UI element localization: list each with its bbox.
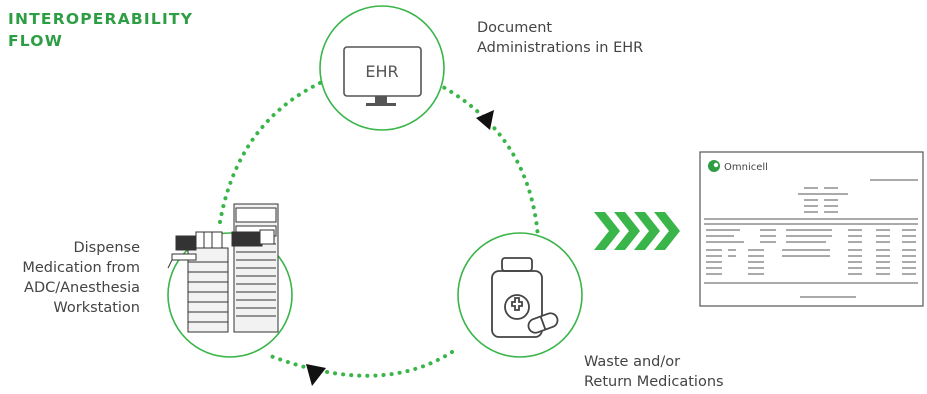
chevron-right-icon xyxy=(654,212,680,250)
adc-step-label: Dispense Medication from ADC/Anesthesia … xyxy=(0,238,140,318)
flow-arrowhead-bottom xyxy=(306,364,326,386)
waste-step-label: Waste and/or Return Medications xyxy=(584,352,724,392)
ehr-step-label: Document Administrations in EHR xyxy=(477,18,643,58)
waste-label-line-2: Return Medications xyxy=(584,374,724,390)
adc-label-line-1: Dispense xyxy=(73,240,140,256)
flow-arc-ehr-to-waste xyxy=(428,78,540,240)
ehr-screen-text: EHR xyxy=(365,62,398,81)
flow-arc-adc-to-ehr xyxy=(218,80,324,224)
title-line-2: FLOW xyxy=(8,32,63,50)
chevron-right-icon xyxy=(614,212,640,250)
adc-label-line-2: Medication from xyxy=(22,260,140,276)
page-title: INTEROPERABILITY FLOW xyxy=(8,8,193,52)
flow-arrowhead-top xyxy=(476,110,494,130)
waste-node xyxy=(457,232,583,358)
flow-arc-waste-to-adc xyxy=(266,350,454,378)
dispensing-cabinet-icon xyxy=(167,203,279,333)
chevron-right-icon xyxy=(594,212,620,250)
chevron-right-icon xyxy=(634,212,660,250)
report-document-icon: Omnicell xyxy=(699,151,924,307)
flow-arcs xyxy=(218,78,540,378)
ehr-label-line-2: Administrations in EHR xyxy=(477,40,644,56)
adc-label-line-4: Workstation xyxy=(53,300,140,316)
medication-bottle-icon xyxy=(491,257,559,338)
ehr-node: EHR xyxy=(319,5,445,131)
omnicell-logo-icon xyxy=(708,160,720,172)
report-logo-text: Omnicell xyxy=(724,162,768,173)
chevron-row xyxy=(594,212,680,250)
adc-label-line-3: ADC/Anesthesia xyxy=(24,280,140,296)
waste-label-line-1: Waste and/or xyxy=(584,354,681,370)
adc-node xyxy=(167,203,293,358)
computer-monitor-icon xyxy=(343,46,422,106)
ehr-label-line-1: Document xyxy=(477,20,553,36)
title-line-1: INTEROPERABILITY xyxy=(8,10,194,28)
